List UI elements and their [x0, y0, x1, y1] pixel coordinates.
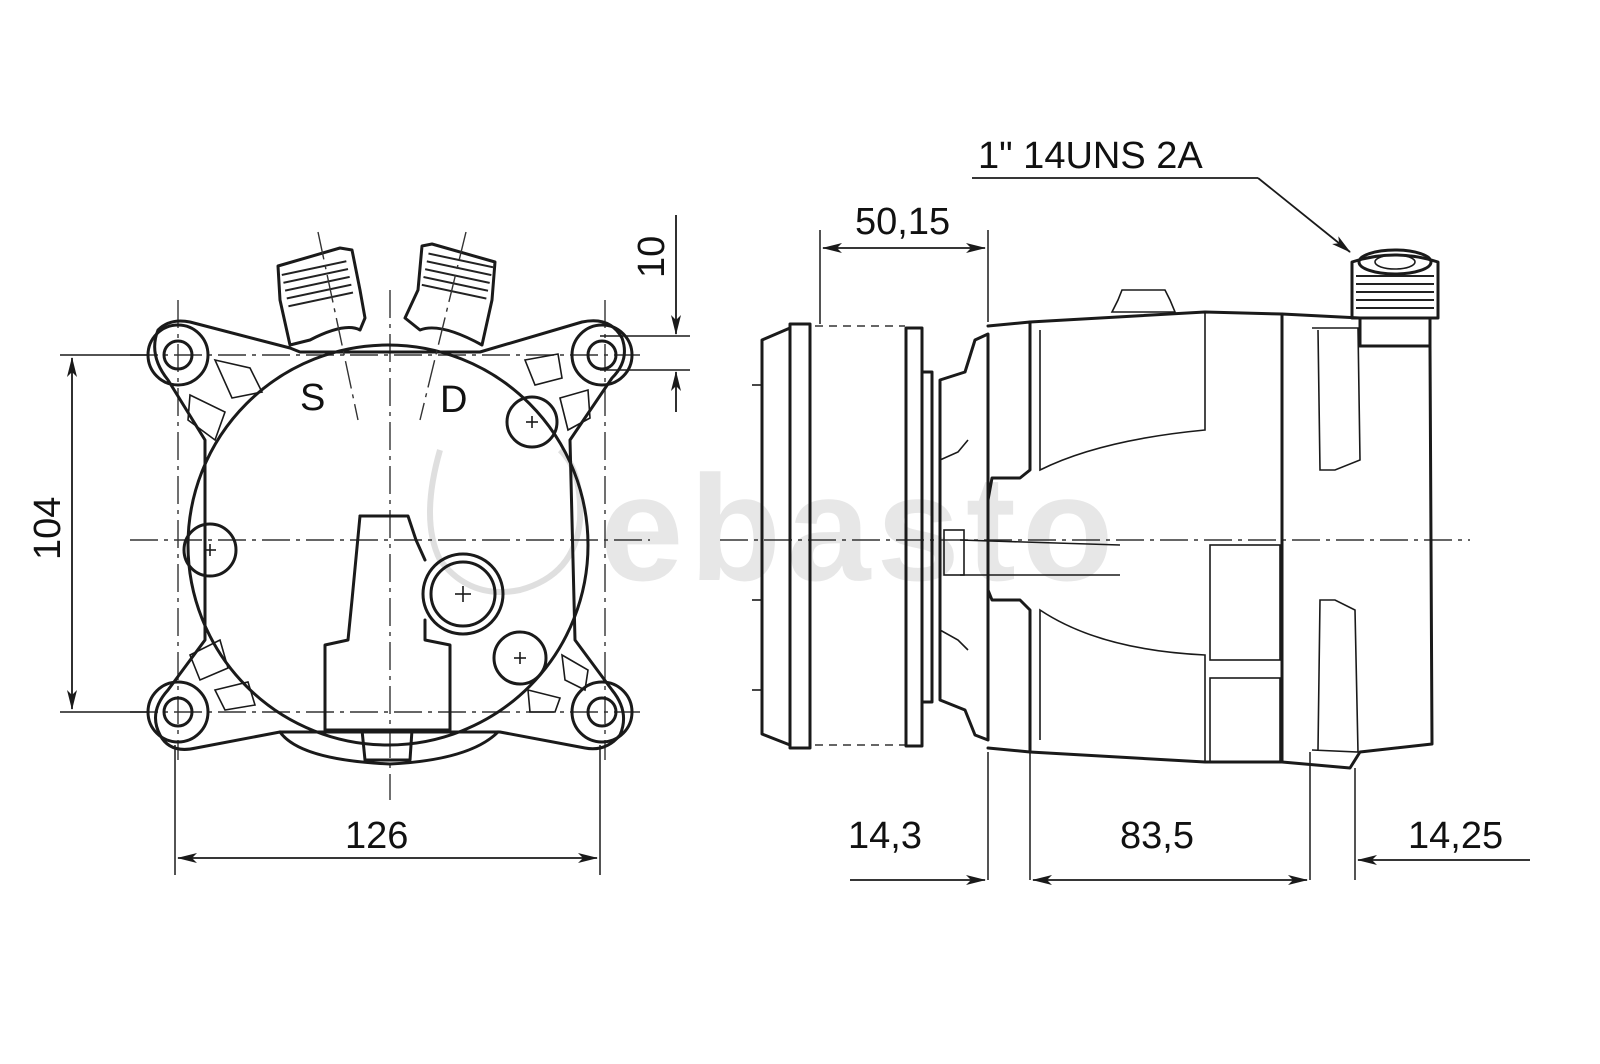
dimension-height: 104 — [27, 354, 148, 713]
dimension-width-value: 126 — [345, 815, 408, 857]
dimension-clutch-gap: 14,3 — [848, 752, 1031, 885]
thread-spec-label: 1" 14UNS 2A — [978, 135, 1203, 177]
compressor-body-circle — [186, 343, 590, 747]
suction-fitting — [276, 246, 367, 347]
bolt-boss-icon — [505, 395, 559, 449]
clutch-pulley — [752, 322, 934, 750]
dimension-height-value: 104 — [27, 497, 69, 560]
dimension-rear-head-value: 14,25 — [1408, 815, 1503, 857]
rear-thread-fitting — [1350, 248, 1440, 348]
bolt-boss-icon — [182, 522, 238, 578]
dimension-fitting-offset-value: 10 — [631, 236, 673, 278]
discharge-fitting — [403, 242, 497, 347]
front-nose — [938, 332, 990, 742]
front-head — [986, 320, 1032, 754]
front-view: S D 126 104 10 — [27, 215, 690, 875]
dimension-clutch-gap-value: 14,3 — [848, 815, 922, 857]
dimension-rear-head: 14,25 — [1354, 768, 1530, 880]
dimension-body-length-value: 83,5 — [1120, 815, 1194, 857]
thread-callout: 1" 14UNS 2A — [972, 135, 1351, 253]
watermark-logo-icon — [427, 447, 584, 595]
dimension-fitting-offset: 10 — [600, 215, 690, 412]
dimension-clutch-width: 50,15 — [819, 201, 989, 324]
mounting-hole-icon — [570, 680, 634, 744]
suction-port-label: S — [300, 377, 325, 419]
bolt-boss-icon — [492, 630, 548, 686]
shaft-port-icon — [421, 552, 505, 636]
watermark: ebasto — [427, 444, 1113, 612]
center-housing — [358, 514, 427, 562]
mounting-hole-icon — [570, 323, 634, 387]
dimension-clutch-width-value: 50,15 — [855, 201, 950, 243]
dimension-width: 126 — [174, 745, 601, 875]
dimension-body-length: 83,5 — [1032, 752, 1311, 885]
side-view: 1" 14UNS 2A 50,15 14,3 83,5 — [720, 135, 1530, 885]
discharge-port-label: D — [440, 379, 467, 421]
